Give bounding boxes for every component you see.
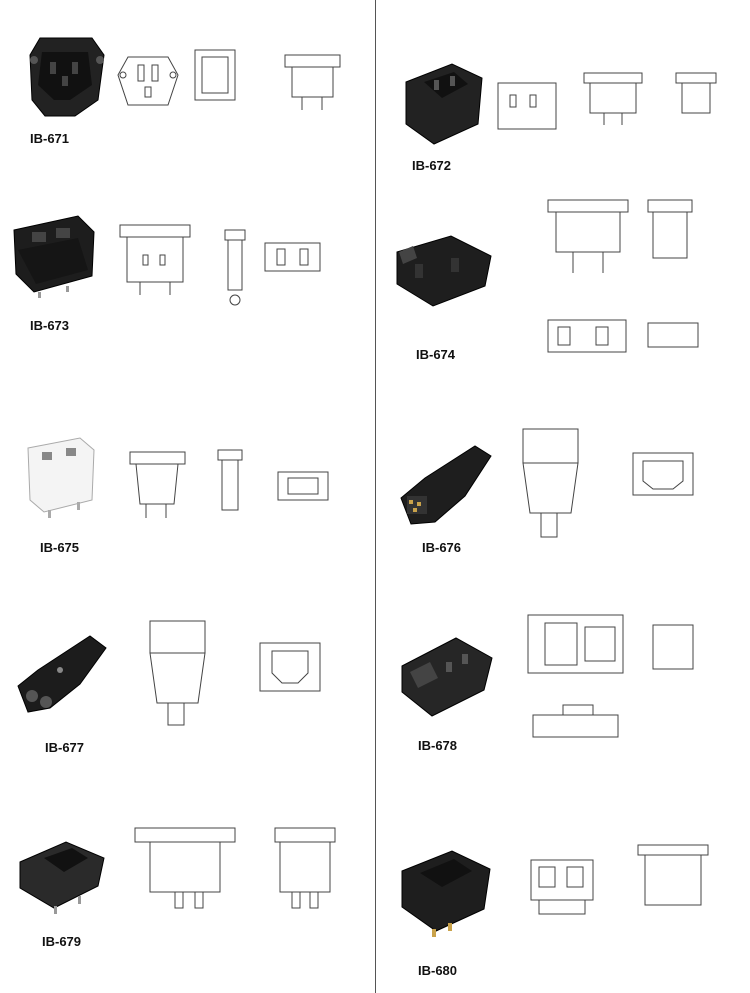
product-photo <box>17 635 107 713</box>
technical-drawing <box>117 49 341 110</box>
product-photo <box>19 841 105 914</box>
product-ib-679: IB-679 <box>0 810 370 960</box>
product-photo <box>405 63 483 145</box>
technical-drawing <box>547 199 699 353</box>
product-ib-672: IB-672 <box>378 30 748 180</box>
technical-drawing <box>129 449 329 518</box>
product-code: IB-675 <box>40 540 80 555</box>
technical-drawing <box>119 224 321 306</box>
product-ib-676: IB-676 <box>378 420 748 570</box>
product-ib-671: IB-671 <box>0 0 370 160</box>
product-photo <box>396 235 492 307</box>
column-divider <box>375 0 376 993</box>
product-code: IB-671 <box>30 131 70 146</box>
technical-drawing <box>522 428 694 538</box>
product-photo <box>13 215 95 298</box>
product-code: IB-672 <box>412 158 452 173</box>
product-ib-673: IB-673 <box>0 195 370 345</box>
product-photo <box>27 437 95 518</box>
product-photo <box>29 37 105 117</box>
technical-drawing <box>149 620 321 726</box>
product-code: IB-674 <box>416 347 456 362</box>
product-code: IB-673 <box>30 318 70 333</box>
product-ib-680: IB-680 <box>378 815 748 985</box>
product-ib-674: IB-674 <box>378 180 748 370</box>
technical-drawing <box>527 614 694 738</box>
technical-drawing <box>530 844 709 915</box>
product-photo <box>401 850 491 937</box>
technical-drawing <box>497 72 717 130</box>
product-photo <box>401 637 493 717</box>
product-code: IB-678 <box>418 738 458 753</box>
product-code: IB-677 <box>45 740 85 755</box>
product-ib-678: IB-678 <box>378 600 748 770</box>
product-photo <box>400 445 492 525</box>
technical-drawing <box>134 827 336 909</box>
product-code: IB-676 <box>422 540 462 555</box>
product-code: IB-679 <box>42 934 82 949</box>
product-ib-675: IB-675 <box>0 420 370 570</box>
product-code: IB-680 <box>418 963 458 978</box>
product-ib-677: IB-677 <box>0 610 370 760</box>
